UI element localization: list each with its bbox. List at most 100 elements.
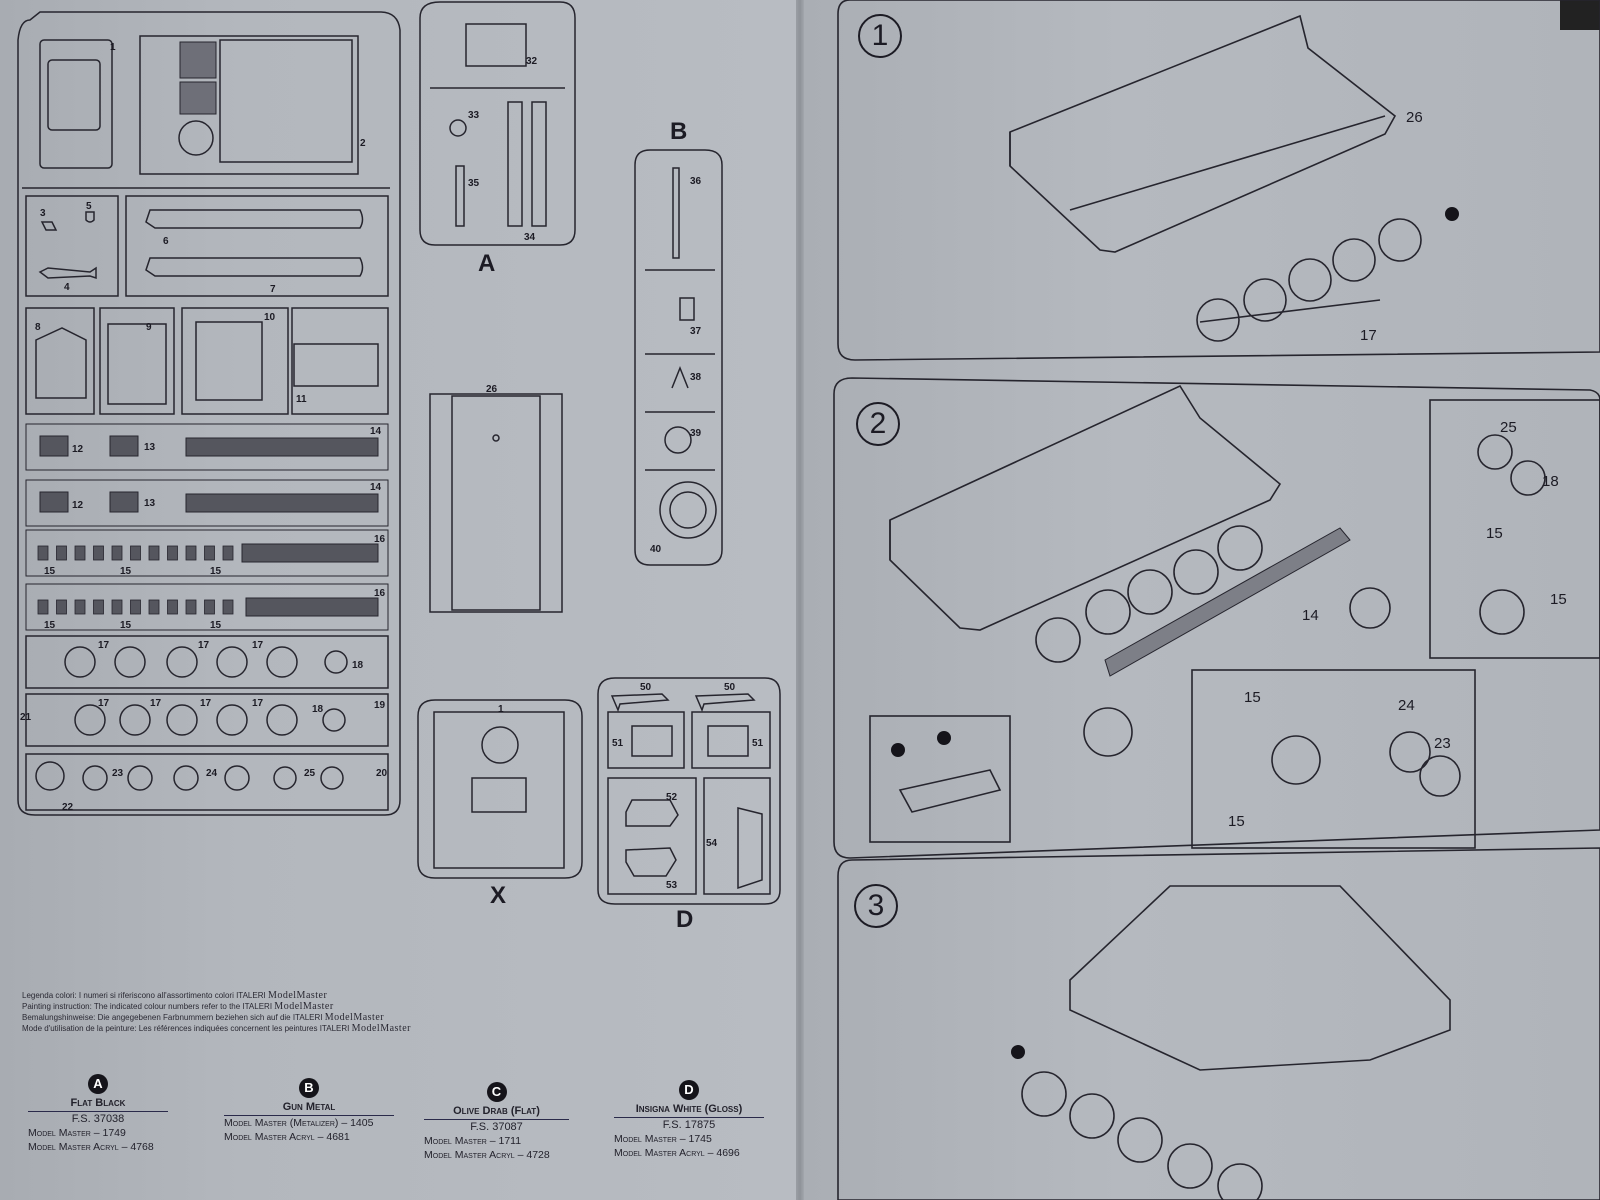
paint-name: Gun Metal <box>224 1101 394 1116</box>
legend-line-fr: Mode d'utilisation de la peinture: Les r… <box>22 1023 411 1034</box>
road-wheel-18 <box>324 650 348 674</box>
part-2 <box>139 35 359 175</box>
svg-text:11: 11 <box>296 394 307 405</box>
svg-text:38: 38 <box>690 372 702 383</box>
svg-text:13: 13 <box>144 498 156 509</box>
paint-A: A Flat Black F.S. 37038 Model Master – 1… <box>28 1074 168 1154</box>
svg-text:26: 26 <box>486 384 498 395</box>
part-32 <box>465 23 527 67</box>
sprue-X-frame <box>417 699 583 879</box>
page-fold <box>796 0 804 1200</box>
road-wheel-17 <box>119 704 151 736</box>
part-40 <box>659 481 717 539</box>
part-33 <box>449 119 467 137</box>
track-link <box>56 599 67 615</box>
svg-text:36: 36 <box>690 176 702 187</box>
road-wheel-17 <box>74 704 106 736</box>
part-38 <box>671 365 689 389</box>
track-link <box>185 545 197 561</box>
sprue-B-frame <box>634 149 723 566</box>
legend-line-it: Legenda colori: I numeri si riferiscono … <box>22 990 328 1001</box>
paint-name: Insigna White (Gloss) <box>614 1103 764 1118</box>
part-9 <box>107 323 167 405</box>
part-50a <box>610 693 670 713</box>
road-wheels <box>35 646 348 791</box>
paint-D: D Insigna White (Gloss) F.S. 17875 Model… <box>614 1080 764 1160</box>
track-link <box>130 545 141 561</box>
svg-text:15: 15 <box>44 566 56 577</box>
svg-text:20: 20 <box>376 768 388 779</box>
road-wheel-18 <box>322 708 346 732</box>
svg-text:19: 19 <box>374 700 386 711</box>
paint-code-enamel: Model Master – 1745 <box>614 1133 712 1145</box>
paint-code-enamel: Model Master – 1711 <box>424 1135 522 1147</box>
paint-code-badge: A <box>88 1074 108 1094</box>
part-X1 <box>433 711 565 869</box>
svg-text:7: 7 <box>270 284 276 295</box>
part-52 <box>625 799 679 827</box>
part-40-inner <box>669 491 707 529</box>
sprue-diagrams: 1 2 3 5 4 6 7 8 9 10 11 12 13 14 12 13 1… <box>17 1 781 905</box>
wheel-25 <box>273 766 297 790</box>
svg-text:40: 40 <box>650 544 662 555</box>
svg-text:14: 14 <box>370 426 382 437</box>
svg-text:12: 12 <box>72 500 84 511</box>
svg-text:52: 52 <box>666 792 678 803</box>
sprue-label-X: X <box>490 882 507 909</box>
part-35 <box>455 165 465 227</box>
part-53 <box>625 847 677 877</box>
svg-text:18: 18 <box>312 704 324 715</box>
legend-line-de: Bemalungshinweise: Die angegebenen Farbn… <box>22 1012 385 1023</box>
part-51a <box>631 725 673 757</box>
svg-text:16: 16 <box>374 534 386 545</box>
track-links-15 <box>37 545 234 615</box>
part-50b <box>694 693 756 713</box>
step-1-number: 1 <box>858 14 902 58</box>
right-page-assembly-steps <box>800 0 1600 1200</box>
svg-text:17: 17 <box>252 640 264 651</box>
svg-text:17: 17 <box>98 640 110 651</box>
track-link <box>37 599 49 615</box>
svg-text:24: 24 <box>206 768 218 779</box>
svg-text:22: 22 <box>62 802 74 813</box>
part-37 <box>679 297 695 321</box>
track-link <box>93 545 104 561</box>
wheel-25 <box>320 766 344 790</box>
part-26-hull-bottom <box>429 393 563 613</box>
track-link <box>204 599 215 615</box>
track-link <box>37 545 49 561</box>
svg-text:51: 51 <box>612 738 624 749</box>
legend-line-en: Painting instruction: The indicated colo… <box>22 1001 334 1012</box>
paint-C: C Olive Drab (Flat) F.S. 37087 Model Mas… <box>424 1082 569 1162</box>
track-link <box>148 599 160 615</box>
paint-code-enamel: Model Master (Metalizer) – 1405 <box>224 1117 374 1129</box>
svg-text:17: 17 <box>198 640 210 651</box>
part-5 <box>85 211 95 223</box>
track-link <box>74 545 86 561</box>
svg-text:25: 25 <box>304 768 316 779</box>
sprue-label-A: A <box>478 250 496 277</box>
road-wheel-17 <box>216 704 248 736</box>
track-link <box>56 545 67 561</box>
svg-text:21: 21 <box>20 712 32 723</box>
paint-code-badge: C <box>486 1082 507 1102</box>
road-wheel-17 <box>166 704 198 736</box>
sprocket <box>82 765 108 791</box>
part-10 <box>195 321 263 401</box>
track-link <box>111 599 123 615</box>
paint-code-badge: B <box>299 1078 319 1098</box>
sprue-A-frame <box>419 1 576 246</box>
step-2-number: 2 <box>856 402 900 446</box>
svg-text:17: 17 <box>150 698 162 709</box>
painting-instructions: Legenda colori: I numeri si riferiscono … <box>22 990 411 1034</box>
svg-text:14: 14 <box>370 482 382 493</box>
track-link <box>130 599 141 615</box>
part-54 <box>737 807 763 890</box>
sprue-label-D: D <box>676 906 694 933</box>
part-8 <box>35 327 87 399</box>
track-link <box>167 599 178 615</box>
svg-text:18: 18 <box>352 660 364 671</box>
paint-name: Flat Black <box>28 1097 168 1112</box>
road-wheel-17 <box>216 646 248 678</box>
svg-text:50: 50 <box>724 682 736 693</box>
